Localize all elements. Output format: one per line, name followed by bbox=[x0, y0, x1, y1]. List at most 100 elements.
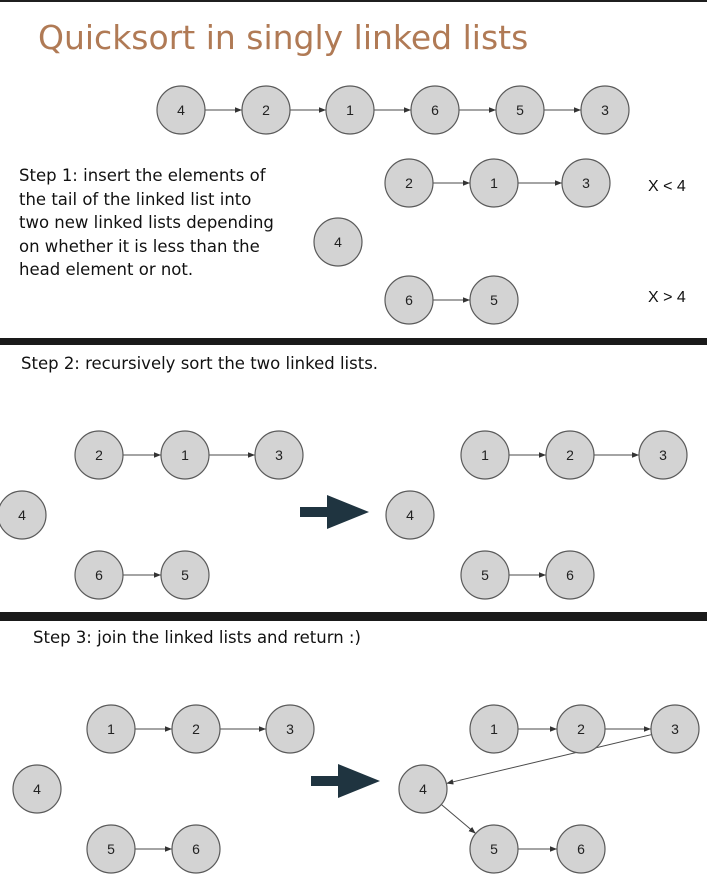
less-list-node: 2 bbox=[171, 704, 221, 754]
list-node: 5 bbox=[495, 85, 545, 135]
node-value: 5 bbox=[181, 567, 189, 583]
node-value: 3 bbox=[601, 102, 609, 118]
next-pointer-arrow bbox=[441, 804, 476, 834]
less-list-node: 1 bbox=[469, 704, 519, 754]
node-value: 5 bbox=[490, 292, 498, 308]
greater-list-node: 6 bbox=[545, 550, 595, 600]
node-circle bbox=[0, 490, 47, 540]
node-value: 6 bbox=[431, 102, 439, 118]
greater-list-node: 5 bbox=[160, 550, 210, 600]
less-list-node: 1 bbox=[86, 704, 136, 754]
node-value: 5 bbox=[490, 841, 498, 857]
big-right-arrow bbox=[311, 764, 380, 798]
less-list-node: 2 bbox=[545, 430, 595, 480]
node-circle bbox=[254, 430, 304, 480]
less-list-node: 1 bbox=[160, 430, 210, 480]
step1-line: on whether it is less than the bbox=[19, 236, 260, 256]
node-value: 6 bbox=[577, 841, 585, 857]
node-circle bbox=[385, 490, 435, 540]
less-list-node: 2 bbox=[384, 158, 434, 208]
node-circle bbox=[410, 85, 460, 135]
pivot-node: 4 bbox=[385, 490, 435, 540]
node-value: 2 bbox=[566, 447, 574, 463]
greater-list-node: 5 bbox=[469, 824, 519, 874]
less-list-node: 1 bbox=[469, 158, 519, 208]
greater-list-node: 5 bbox=[460, 550, 510, 600]
step1-line: Step 1: insert the elements of bbox=[19, 166, 266, 185]
step1-line: head element or not. bbox=[19, 260, 194, 279]
node-circle bbox=[460, 430, 510, 480]
less-list-node: 3 bbox=[561, 158, 611, 208]
list-node: 6 bbox=[410, 85, 460, 135]
node-value: 3 bbox=[286, 721, 294, 737]
node-value: 5 bbox=[516, 102, 524, 118]
node-value: 3 bbox=[582, 175, 590, 191]
node-value: 1 bbox=[107, 721, 115, 737]
page-title: Quicksort in singly linked lists bbox=[38, 18, 529, 57]
less-list-node: 3 bbox=[254, 430, 304, 480]
node-circle bbox=[650, 704, 700, 754]
node-circle bbox=[265, 704, 315, 754]
node-circle bbox=[638, 430, 688, 480]
step3-description: Step 3: join the linked lists and return… bbox=[33, 628, 361, 647]
condition-greater-label: X > 4 bbox=[648, 289, 686, 306]
section-divider bbox=[0, 338, 707, 345]
node-circle bbox=[241, 85, 291, 135]
node-circle bbox=[495, 85, 545, 135]
pivot-node: 4 bbox=[313, 217, 363, 267]
pivot-node: 4 bbox=[398, 764, 448, 814]
list-node: 1 bbox=[325, 85, 375, 135]
condition-less-label: X < 4 bbox=[648, 178, 686, 195]
node-circle bbox=[86, 704, 136, 754]
node-circle bbox=[156, 85, 206, 135]
step1-line: the tail of the linked list into bbox=[19, 189, 252, 209]
list-node: 2 bbox=[241, 85, 291, 135]
node-value: 4 bbox=[406, 507, 414, 523]
pivot-node: 4 bbox=[12, 764, 62, 814]
node-circle bbox=[556, 824, 606, 874]
node-value: 1 bbox=[346, 102, 354, 118]
node-circle bbox=[545, 430, 595, 480]
less-list-node: 3 bbox=[265, 704, 315, 754]
list-node: 3 bbox=[580, 85, 630, 135]
node-circle bbox=[325, 85, 375, 135]
node-value: 1 bbox=[490, 175, 498, 191]
node-value: 2 bbox=[192, 721, 200, 737]
node-circle bbox=[86, 824, 136, 874]
greater-list-node: 6 bbox=[171, 824, 221, 874]
node-circle bbox=[12, 764, 62, 814]
node-value: 4 bbox=[177, 102, 185, 118]
node-circle bbox=[384, 158, 434, 208]
less-list-node: 3 bbox=[638, 430, 688, 480]
section-divider bbox=[0, 612, 707, 621]
node-value: 3 bbox=[659, 447, 667, 463]
greater-list-node: 6 bbox=[556, 824, 606, 874]
node-circle bbox=[469, 704, 519, 754]
next-pointer-arrow bbox=[446, 734, 652, 785]
node-value: 4 bbox=[419, 781, 427, 797]
greater-list-node: 5 bbox=[86, 824, 136, 874]
step2-description: Step 2: recursively sort the two linked … bbox=[21, 354, 379, 373]
node-circle bbox=[398, 764, 448, 814]
node-circle bbox=[171, 704, 221, 754]
node-circle bbox=[74, 550, 124, 600]
less-list-node: 2 bbox=[556, 704, 606, 754]
node-value: 5 bbox=[481, 567, 489, 583]
node-value: 2 bbox=[577, 721, 585, 737]
node-value: 6 bbox=[405, 292, 413, 308]
greater-list-node: 6 bbox=[74, 550, 124, 600]
node-value: 6 bbox=[192, 841, 200, 857]
node-value: 1 bbox=[490, 721, 498, 737]
node-value: 2 bbox=[405, 175, 413, 191]
node-value: 6 bbox=[566, 567, 574, 583]
greater-list-node: 6 bbox=[384, 275, 434, 325]
node-circle bbox=[160, 550, 210, 600]
node-value: 4 bbox=[334, 234, 342, 250]
step1-description: Step 1: insert the elements of the tail … bbox=[19, 164, 274, 282]
node-circle bbox=[580, 85, 630, 135]
node-circle bbox=[556, 704, 606, 754]
node-value: 3 bbox=[275, 447, 283, 463]
node-circle bbox=[545, 550, 595, 600]
node-value: 1 bbox=[481, 447, 489, 463]
greater-list-node: 5 bbox=[469, 275, 519, 325]
